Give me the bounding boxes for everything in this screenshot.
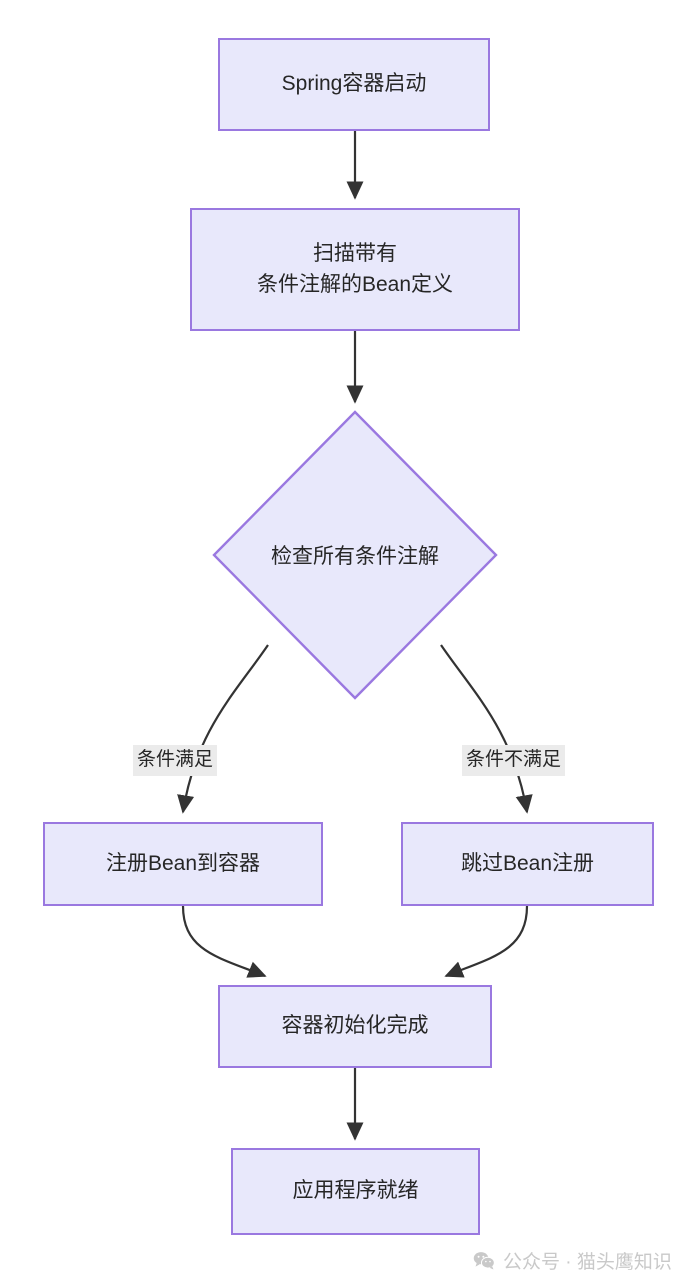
node-application-ready[interactable]: 应用程序就绪 (231, 1148, 480, 1235)
edge-check-to-register (177, 644, 269, 814)
node-check-label: 检查所有条件注解 (271, 545, 439, 568)
wechat-icon (473, 1252, 495, 1270)
edge-check-to-skip (440, 644, 533, 814)
node-check-all-conditional-annotations[interactable]: 检查所有条件注解 (212, 410, 498, 700)
edge-label-condition-not-met: 条件不满足 (462, 745, 566, 776)
node-scan-conditional-bean-definitions[interactable]: 扫描带有 条件注解的Bean定义 (190, 208, 520, 331)
watermark: 公众号 · 猫头鹰知识 (473, 1247, 672, 1274)
watermark-text: 公众号 · 猫头鹰知识 (503, 1252, 672, 1273)
edge-register-to-inited (181, 905, 267, 978)
diamond-shape (212, 410, 498, 700)
node-skip-bean-registration[interactable]: 跳过Bean注册 (401, 822, 654, 906)
edge-skip-to-inited (444, 905, 529, 978)
node-container-initialization-complete[interactable]: 容器初始化完成 (218, 985, 492, 1068)
edge-label-condition-met: 条件满足 (133, 745, 218, 776)
node-spring-container-start[interactable]: Spring容器启动 (218, 38, 490, 131)
node-register-bean-to-container[interactable]: 注册Bean到容器 (43, 822, 323, 906)
